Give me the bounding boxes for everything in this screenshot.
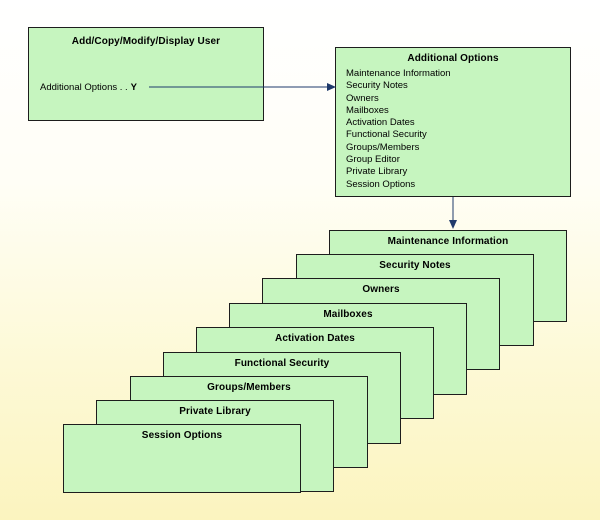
option-item-owners[interactable]: Owners <box>346 92 379 104</box>
additional-options-label: Additional Options . . <box>40 82 128 93</box>
screen-title: Private Library <box>179 406 251 417</box>
screen-title: Functional Security <box>234 358 330 369</box>
screen-title: Groups/Members <box>207 382 291 393</box>
screen-title: Security Notes <box>379 260 451 271</box>
additional-options-box: Additional Options Maintenance Informati… <box>335 47 571 197</box>
additional-options-field[interactable]: Additional Options . .Y <box>40 82 137 93</box>
option-item-mailboxes[interactable]: Mailboxes <box>346 104 389 116</box>
screen-title: Owners <box>362 284 400 295</box>
user-maintenance-title: Add/Copy/Modify/Display User <box>71 36 221 47</box>
option-item-activation-dates[interactable]: Activation Dates <box>346 117 415 129</box>
screen-session-options: Session Options <box>63 424 301 493</box>
option-item-private-library[interactable]: Private Library <box>346 166 408 178</box>
additional-options-value[interactable]: Y <box>130 82 138 93</box>
option-item-security-notes[interactable]: Security Notes <box>346 80 408 92</box>
screen-title: Activation Dates <box>275 333 355 344</box>
option-item-groups-members[interactable]: Groups/Members <box>346 141 420 153</box>
option-item-maintenance-information[interactable]: Maintenance Information <box>346 68 451 79</box>
additional-options-title: Additional Options <box>407 53 499 64</box>
option-item-functional-security[interactable]: Functional Security <box>346 129 427 141</box>
screen-title: Session Options <box>141 430 223 441</box>
option-item-session-options[interactable]: Session Options <box>346 178 416 190</box>
arrow-to-screens <box>449 197 457 229</box>
screen-title: Mailboxes <box>323 309 373 320</box>
option-item-group-editor[interactable]: Group Editor <box>346 154 400 166</box>
user-maintenance-box: Add/Copy/Modify/Display User Additional … <box>28 27 264 121</box>
additional-options-list: Maintenance Information Security Notes O… <box>346 68 451 191</box>
screen-title: Maintenance Information <box>387 236 509 247</box>
